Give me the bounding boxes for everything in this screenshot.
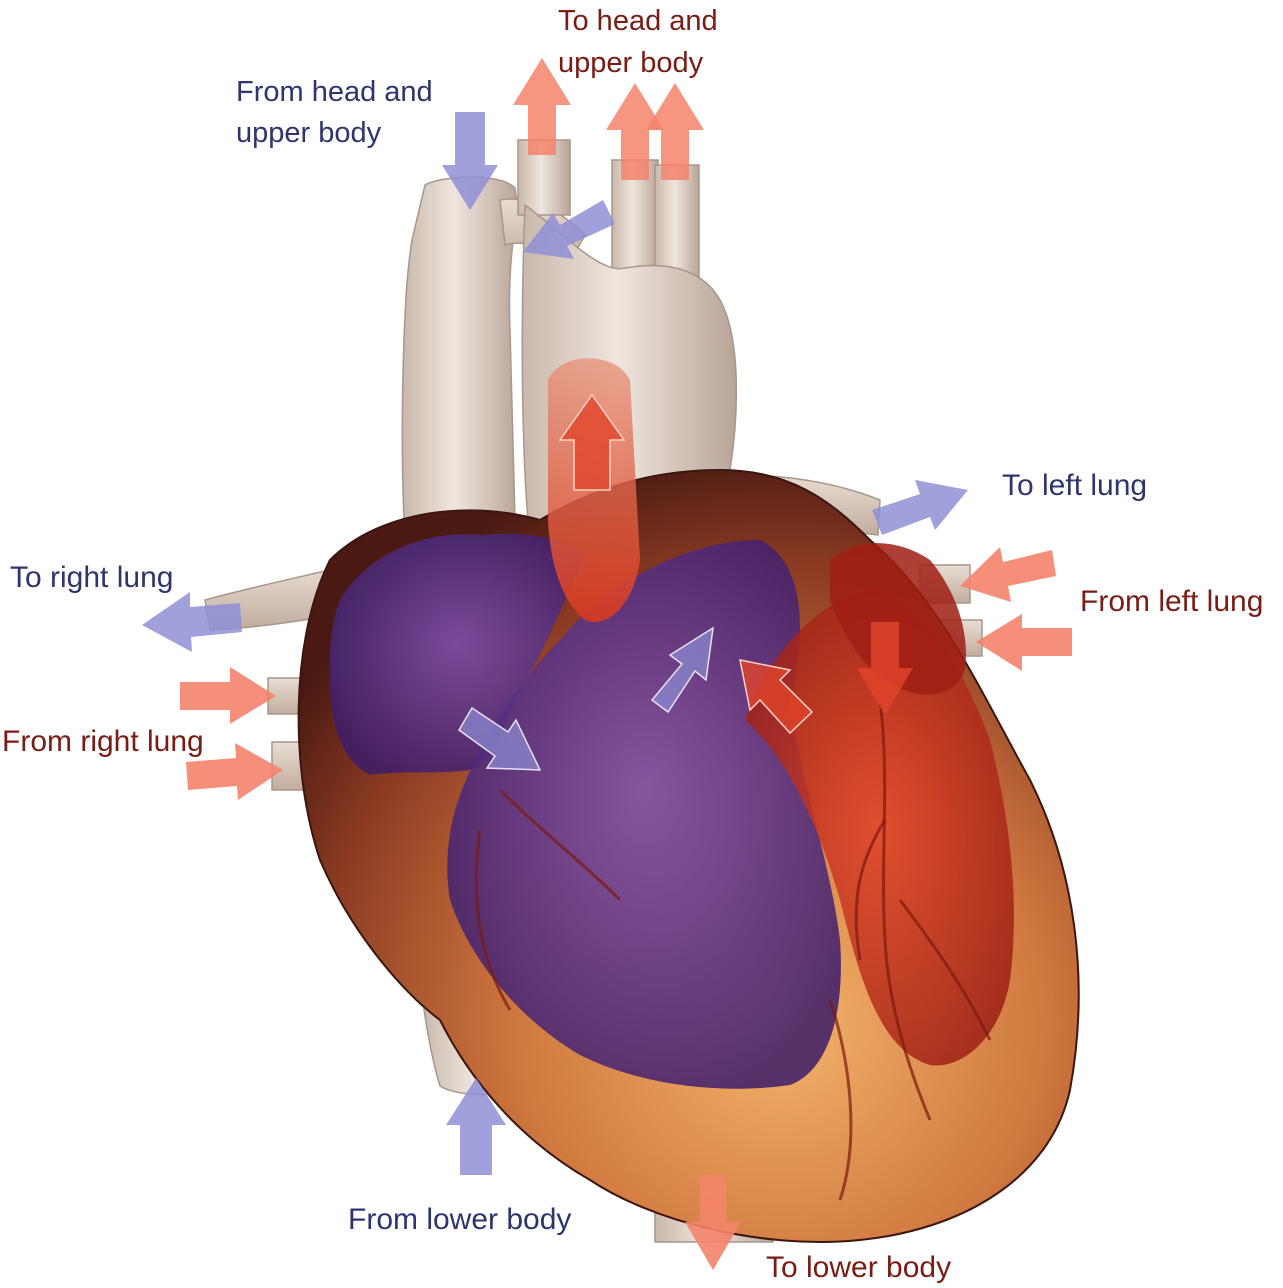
label-from-head-upper-body: From head and upper body [236,72,433,154]
arrow-right-atrium-to-ventricle [458,706,542,771]
label-to-lower-body: To lower body [766,1251,952,1284]
arrow-descending-aorta [685,1175,741,1270]
coronary-vessels [474,699,992,1201]
arrow-from-right-lung-lower [186,743,283,800]
arrow-left-ventricle-to-aorta [739,659,814,735]
label-to-head-upper-body-line2: upper body [558,47,704,79]
arrow-from-right-lung-upper [180,667,276,724]
arrow-aorta-ascending [558,393,626,491]
arrow-aorta-branch-right [646,83,704,180]
label-from-lower-body: From lower body [348,1203,572,1236]
label-from-head-upper-body-line2: upper body [236,117,382,149]
arrow-superior-vena-cava [442,112,498,210]
superior-vena-cava [401,176,519,541]
arrow-aorta-branch-left [513,58,571,155]
arrow-brachiocephalic [523,200,615,259]
left-atrium-overlay [830,543,966,695]
label-from-left-lung: From left lung [1080,585,1264,618]
arrow-from-left-lung-upper [960,547,1056,602]
label-from-right-lung: From right lung [2,725,204,758]
arrow-inferior-vena-cava [446,1078,506,1175]
right-ventricle-overlay [447,540,841,1089]
label-to-head-upper-body-line1: To head and [558,5,718,37]
arrow-to-left-lung [872,480,968,535]
arrow-from-left-lung-lower [976,614,1072,671]
arrow-to-right-lung [142,592,242,652]
flow-arrows [142,58,1072,1270]
label-to-head-upper-body: To head and upper body [558,0,718,84]
arrow-aorta-branch-middle [606,83,664,180]
right-atrium-overlay [329,533,585,775]
arrow-right-ventricle-to-pulmonary [650,626,714,714]
arrow-left-atrium-to-ventricle [857,622,913,715]
label-from-head-upper-body-line1: From head and [236,76,433,108]
label-to-right-lung: To right lung [10,561,174,594]
label-to-left-lung: To left lung [1002,469,1148,502]
